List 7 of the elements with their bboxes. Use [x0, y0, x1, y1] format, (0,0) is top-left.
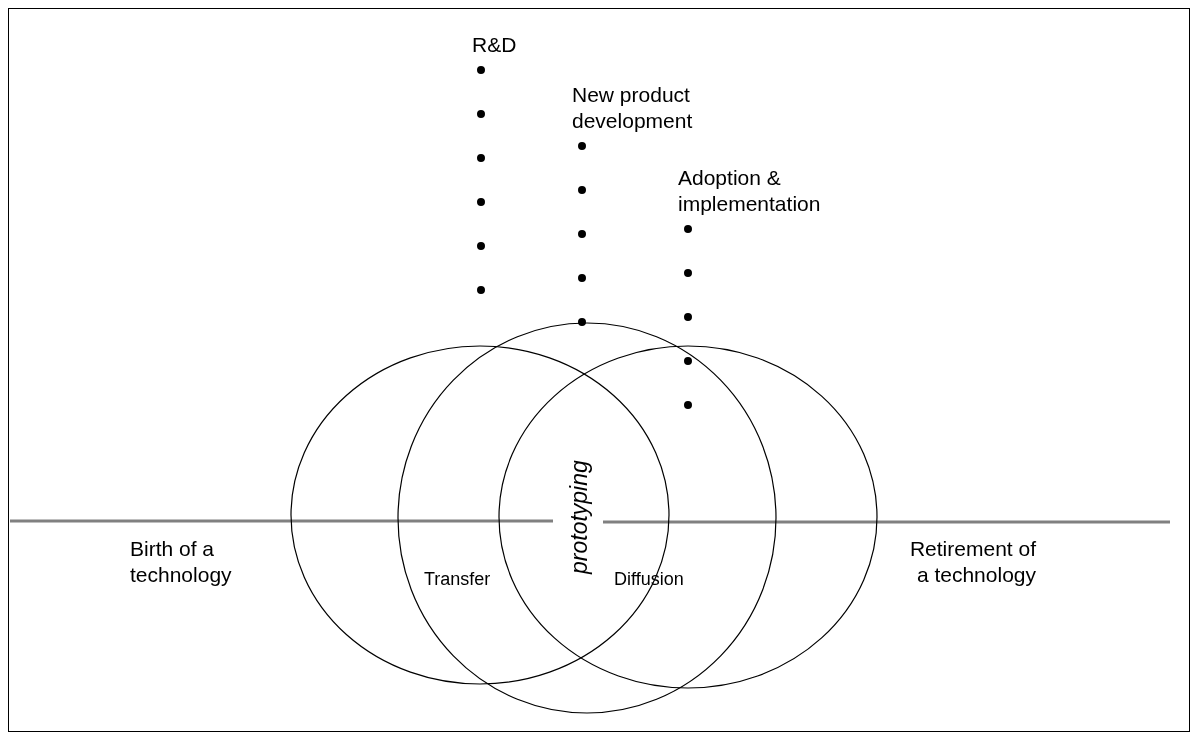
stage-label: Adoption & implementation [678, 165, 888, 217]
region-label: Transfer [424, 568, 491, 591]
endpoint-label: Birth of a technology [130, 536, 233, 588]
region-label: prototyping [566, 460, 592, 574]
stage-label: New product development [572, 82, 762, 134]
stage-label: R&D [472, 32, 532, 58]
endpoint-label: Retirement of a technology [908, 536, 1036, 588]
